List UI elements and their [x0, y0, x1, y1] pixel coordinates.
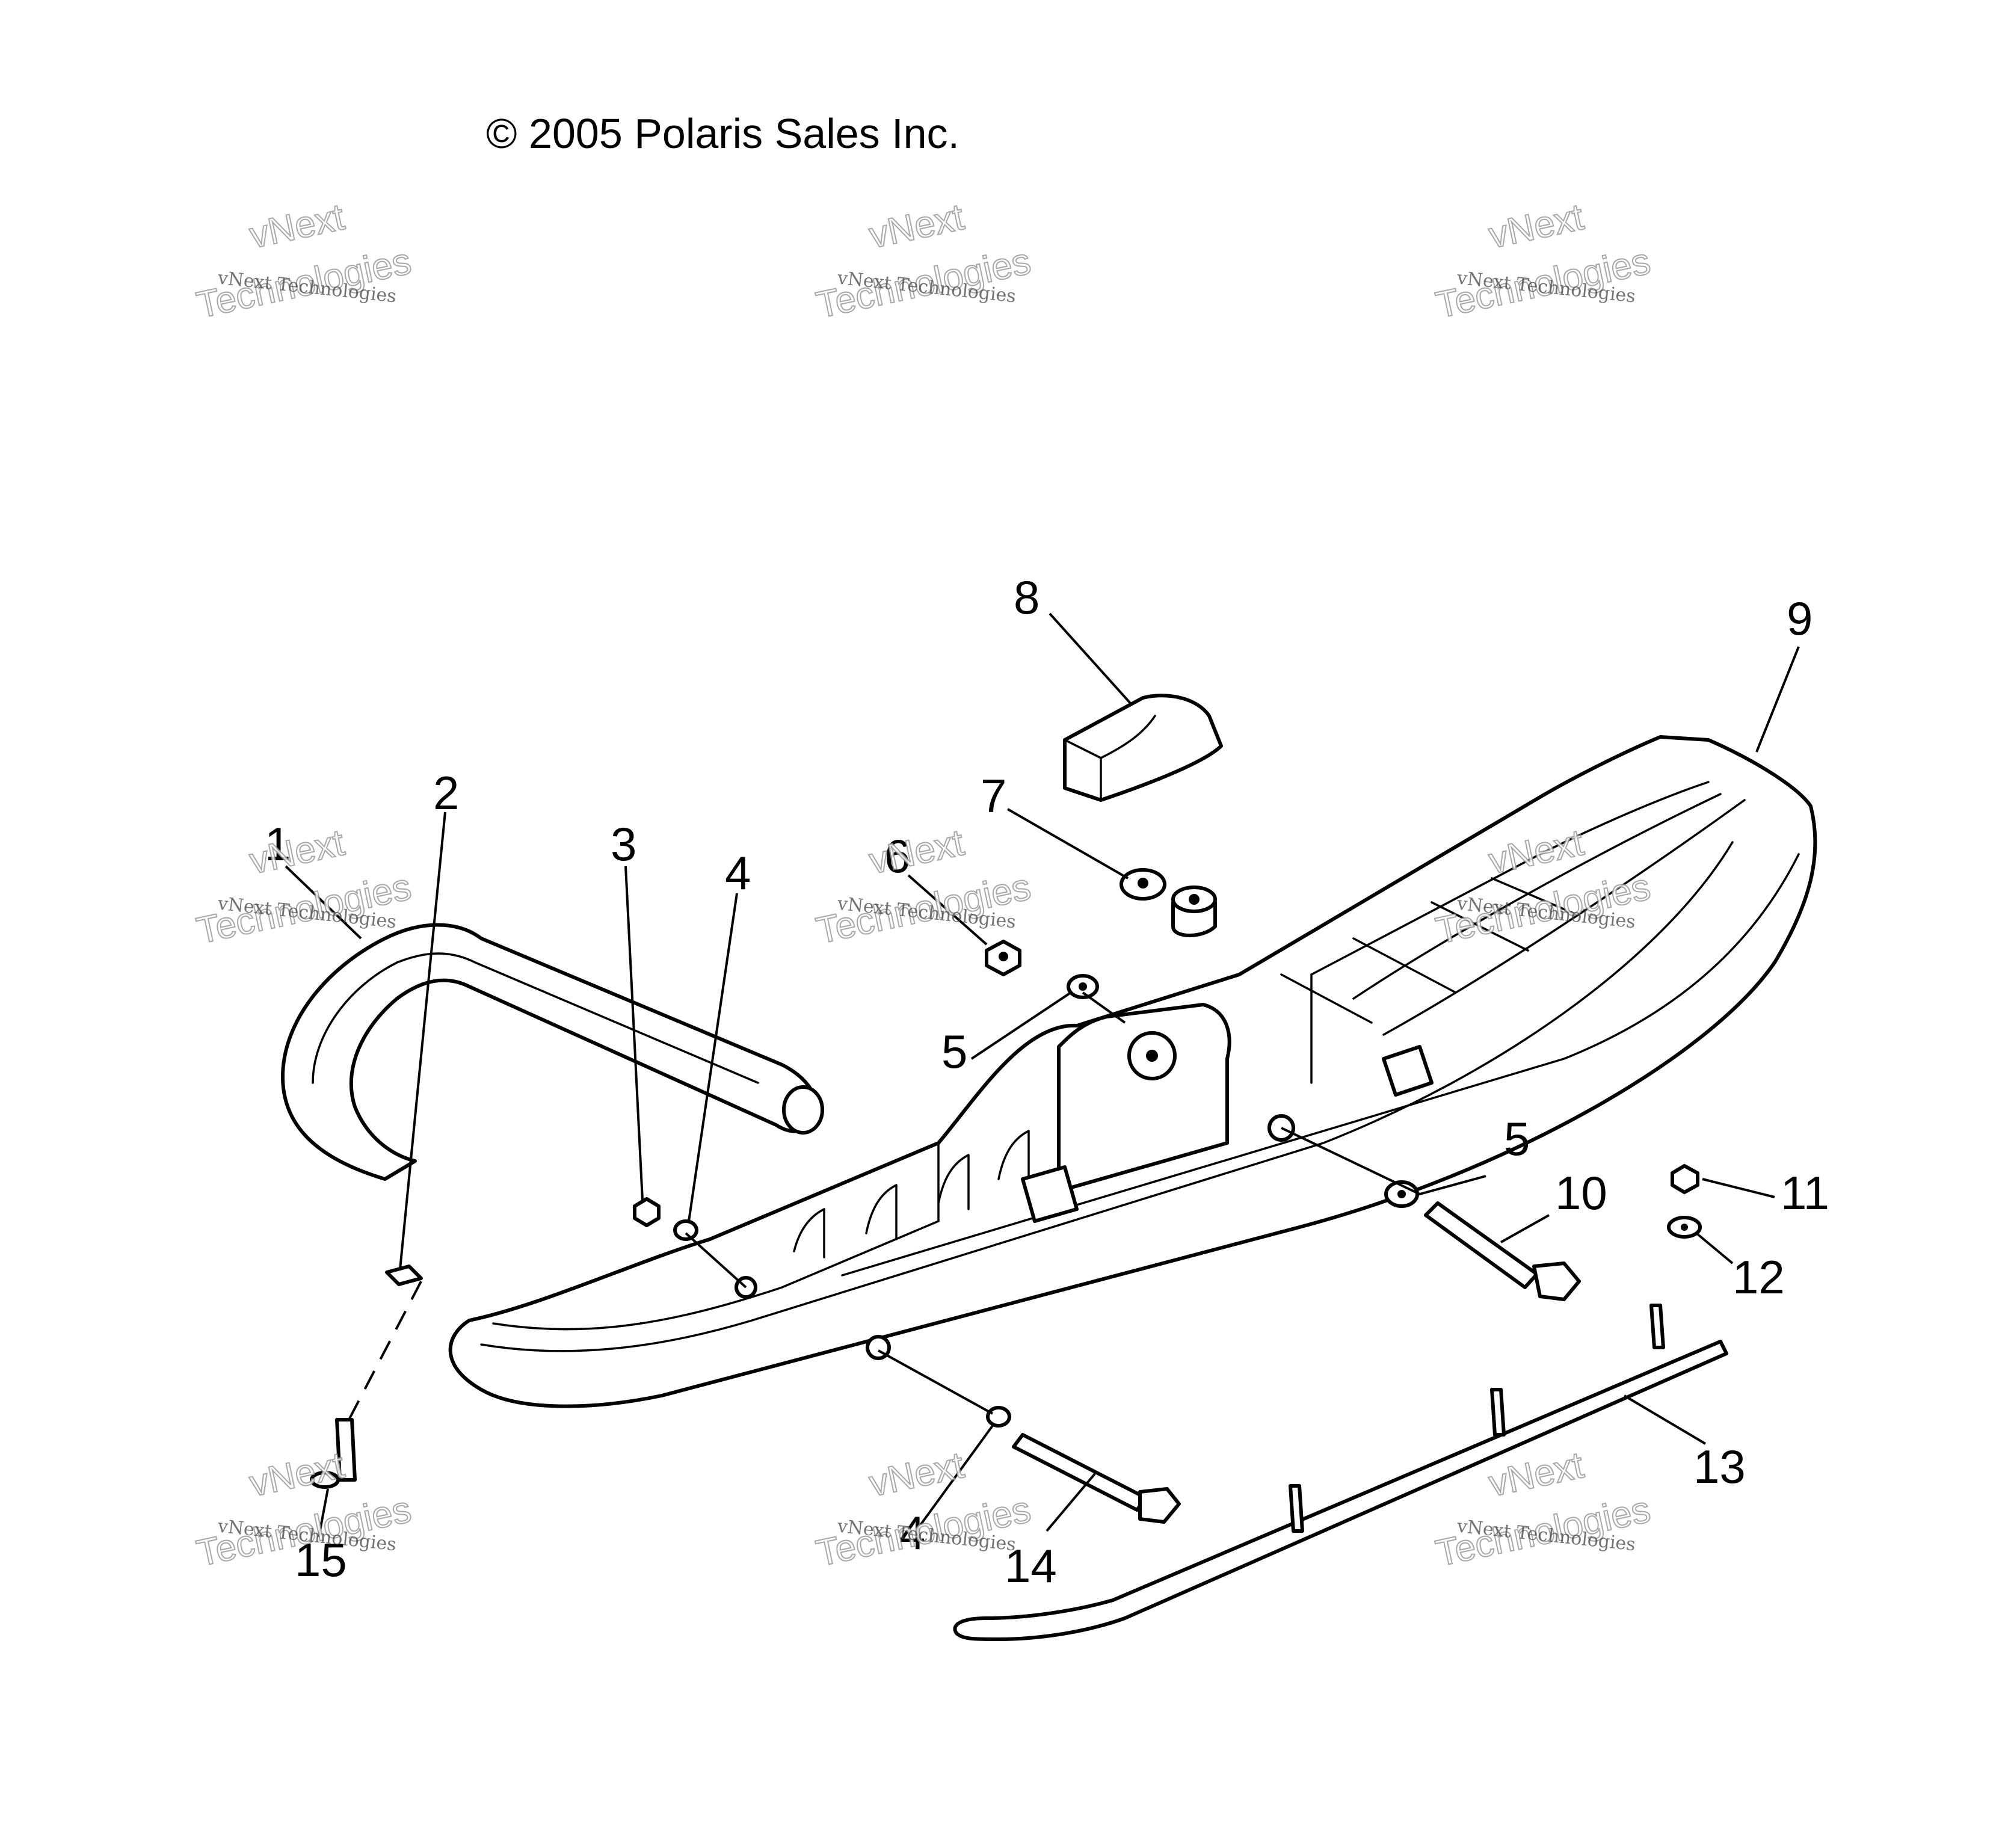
- callout-4: 4: [725, 846, 751, 899]
- pin-15: [310, 1418, 357, 1489]
- callout-8: 8: [1014, 571, 1040, 624]
- watermark-line1: vNext: [246, 822, 348, 882]
- pin-2: [385, 1264, 423, 1286]
- callout-10: 10: [1555, 1166, 1607, 1219]
- callout-2: 2: [433, 766, 459, 819]
- watermark-line1: vNext: [1485, 196, 1587, 256]
- callout-13: 13: [1693, 1440, 1746, 1493]
- bolt-14: [1012, 1433, 1181, 1524]
- wear-pad: [1063, 694, 1223, 802]
- watermark-line1: vNext: [246, 1444, 348, 1505]
- washer-4-lower: [986, 1406, 1011, 1428]
- ski-handle: [281, 923, 824, 1181]
- callout-numbers: 1 2 3 4 5 6 7 8 9 5 10 11 12 13 4 14 15: [265, 571, 1829, 1592]
- callout-1: 1: [265, 818, 291, 870]
- nut-11: [1671, 1164, 1699, 1194]
- watermark-line1: vNext: [246, 196, 348, 256]
- nut-6: [985, 940, 1021, 976]
- callout-14: 14: [1005, 1539, 1057, 1592]
- leader-lines: [285, 612, 1800, 1538]
- watermark-line1: vNext: [866, 822, 967, 882]
- watermark-line1: vNext: [866, 196, 967, 256]
- callout-7: 7: [981, 769, 1006, 822]
- copyright-text: © 2005 Polaris Sales Inc.: [486, 110, 959, 157]
- callout-9: 9: [1787, 592, 1813, 645]
- nut-3: [633, 1197, 661, 1227]
- callout-5b: 5: [1504, 1112, 1530, 1165]
- callout-6: 6: [884, 830, 910, 882]
- assembly-dashline: [348, 1281, 422, 1420]
- callout-5: 5: [941, 1025, 967, 1078]
- bushing: [1120, 868, 1217, 937]
- callout-12: 12: [1732, 1251, 1785, 1304]
- washer-4-upper: [673, 1219, 698, 1241]
- bolt-10: [1424, 1201, 1581, 1301]
- watermark-line1: vNext: [866, 1444, 967, 1505]
- callout-15: 15: [295, 1533, 347, 1586]
- callout-4b: 4: [899, 1506, 925, 1559]
- carbide-runner: [953, 1304, 1728, 1641]
- callout-3: 3: [611, 818, 636, 870]
- callout-11: 11: [1781, 1166, 1829, 1219]
